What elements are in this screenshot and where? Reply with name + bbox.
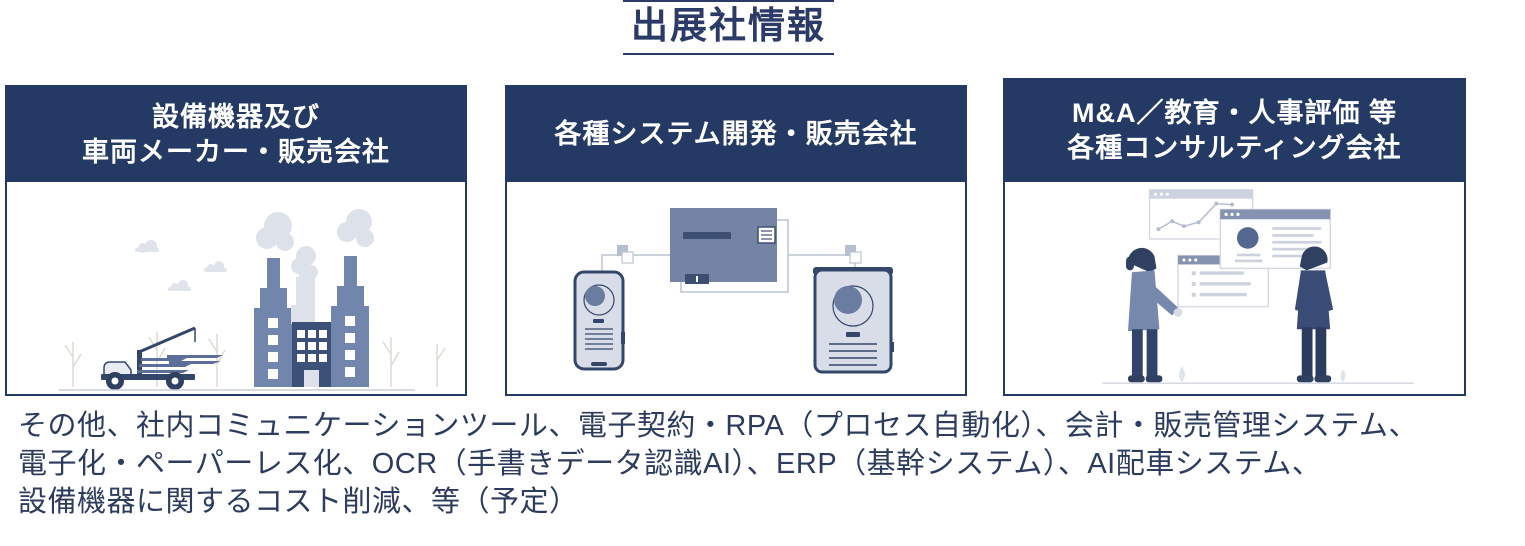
chart-window-icon (1148, 189, 1254, 240)
left-device-icon (573, 270, 625, 371)
card-system-header-line1: 各種システム開発・販売会社 (554, 119, 918, 149)
card-consulting-header-line1: M&A／教育・人事評価 等 (1072, 98, 1397, 128)
page-title: 出展社情報 (623, 0, 834, 55)
control-screen-icon (670, 208, 777, 284)
card-consulting-companies: M&A／教育・人事評価 等 各種コンサルティング会社 (1003, 78, 1466, 396)
footer-note-line3: 設備機器に関するコスト削減、等（予定） (18, 486, 579, 518)
card-system-illustration-area (507, 182, 965, 394)
card-system-header: 各種システム開発・販売会社 (507, 87, 965, 182)
footer-note-line2: 電子化・ペーパーレス化、OCR（手書きデータ認識AI）、ERP（基幹システム）、… (18, 448, 1322, 480)
footer-note-line1: その他、社内コミュニケーションツール、電子契約・RPA（プロセス自動化）、会計・… (18, 410, 1419, 442)
smoke-icon (256, 209, 374, 310)
card-equipment-header-line2: 車両メーカー・販売会社 (82, 136, 390, 167)
man-figure (1294, 246, 1334, 383)
card-system-dev-companies: 各種システム開発・販売会社 (505, 85, 967, 396)
card-consulting-header: M&A／教育・人事評価 等 各種コンサルティング会社 (1005, 80, 1464, 182)
people-dashboards-illustration (1102, 189, 1414, 384)
clouds-icon (135, 240, 227, 291)
plant-icon (1179, 366, 1346, 383)
right-device-icon (813, 267, 894, 374)
factory-truck-illustration (59, 209, 446, 391)
footer-note: その他、社内コミュニケーションツール、電子契約・RPA（プロセス自動化）、会計・… (18, 407, 1513, 521)
card-equipment-header: 設備機器及び 車両メーカー・販売会社 (7, 87, 465, 182)
card-equipment-vehicle-makers: 設備機器及び 車両メーカー・販売会社 (5, 85, 467, 396)
connected-devices-illustration (573, 208, 894, 374)
wire-connectors (617, 245, 862, 264)
crane-truck-icon (101, 326, 223, 390)
woman-figure (1126, 247, 1183, 383)
card-equipment-illustration-area (7, 182, 465, 394)
card-equipment-header-line1: 設備機器及び (152, 101, 320, 132)
factory-icon (254, 256, 369, 387)
card-consulting-header-line2: 各種コンサルティング会社 (1067, 133, 1402, 163)
card-consulting-illustration-area (1005, 182, 1464, 394)
